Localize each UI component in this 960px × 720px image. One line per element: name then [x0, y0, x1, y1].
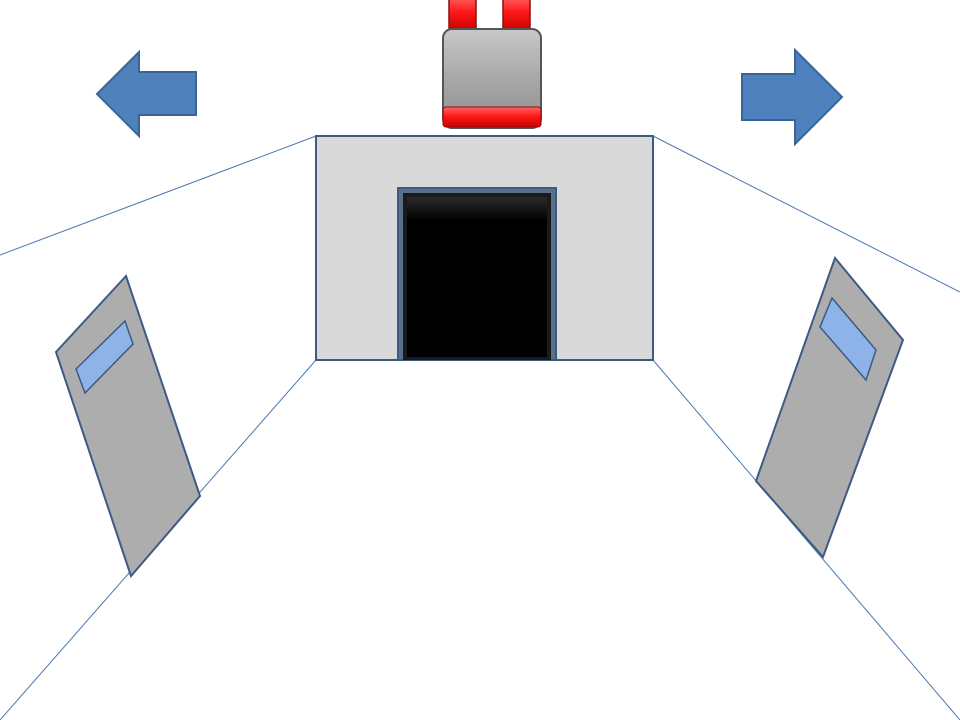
ceiling-edge-right: [652, 135, 960, 293]
floor-edge-right: [652, 359, 960, 720]
device-prong-right: [502, 0, 531, 31]
arrow-right-icon[interactable]: [741, 47, 844, 147]
left-side-door[interactable]: [54, 274, 202, 578]
device-band: [442, 106, 542, 128]
doorway[interactable]: [397, 187, 557, 361]
device-prong-left: [448, 0, 477, 31]
right-door-panel: [754, 256, 905, 559]
doorway-opening: [407, 197, 547, 357]
right-side-door[interactable]: [754, 256, 905, 559]
left-door-window: [75, 319, 134, 395]
device-body: [442, 28, 542, 129]
ceiling-edge-left: [0, 135, 317, 256]
left-door-panel: [54, 274, 202, 578]
magnet-device-icon[interactable]: [442, 0, 542, 129]
right-door-window: [819, 296, 877, 382]
arrow-left-icon[interactable]: [95, 49, 197, 139]
